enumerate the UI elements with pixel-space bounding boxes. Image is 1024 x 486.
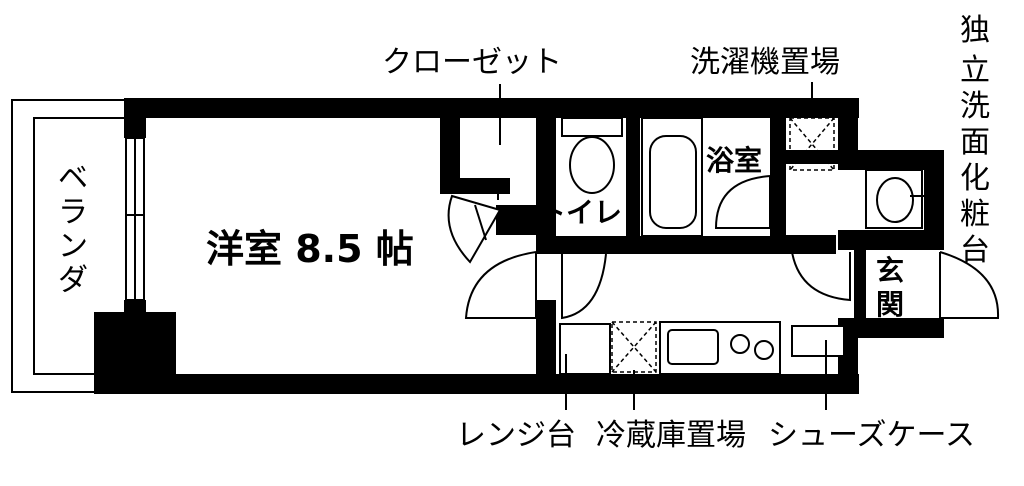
svg-text:面: 面 [960, 125, 990, 160]
svg-text:化: 化 [960, 161, 990, 196]
bathroom-door[interactable] [714, 175, 771, 229]
closet-door[interactable] [447, 180, 502, 264]
toilet-fixture [561, 117, 623, 194]
washer-space-label: 洗濯機置場 [690, 45, 840, 80]
washroom-door[interactable] [791, 251, 851, 302]
range-stand-label: レンジ台 [456, 418, 576, 453]
vanity-fixture [865, 169, 923, 229]
svg-text:粧: 粧 [960, 197, 990, 232]
bath-label: 浴室 [706, 144, 762, 177]
toilet-label: トイレ [538, 196, 622, 229]
fridge-space [611, 321, 657, 373]
bottom-leader-lines [565, 340, 827, 410]
western-room-label: 洋室 8.5 帖 [206, 227, 414, 271]
shoe-case-label: シューズケース [768, 418, 975, 453]
kitchen-counter [559, 321, 845, 375]
svg-text:ベ: ベ [58, 161, 88, 196]
toilet-door[interactable] [561, 253, 607, 320]
svg-text:ダ: ダ [58, 263, 88, 298]
svg-text:洗: 洗 [960, 89, 990, 124]
svg-text:関: 関 [876, 288, 904, 321]
main-room-door[interactable] [464, 251, 537, 319]
fridge-space-label: 冷蔵庫置場 [596, 418, 746, 453]
svg-text:独: 独 [960, 13, 990, 48]
svg-text:台: 台 [960, 233, 990, 268]
balcony-window [125, 137, 145, 301]
veranda-label: ベ ラ ン ダ [58, 161, 88, 298]
svg-text:ン: ン [58, 229, 88, 264]
entrance-door[interactable] [939, 251, 1000, 319]
closet-label: クローゼット [382, 45, 562, 80]
entrance-label: 玄 関 [876, 254, 904, 321]
svg-text:玄: 玄 [876, 254, 904, 287]
bathtub [641, 117, 703, 237]
vanity-label: 独 立 洗 面 化 粧 台 [960, 13, 990, 268]
svg-text:立: 立 [960, 53, 990, 88]
svg-text:ラ: ラ [58, 195, 88, 230]
